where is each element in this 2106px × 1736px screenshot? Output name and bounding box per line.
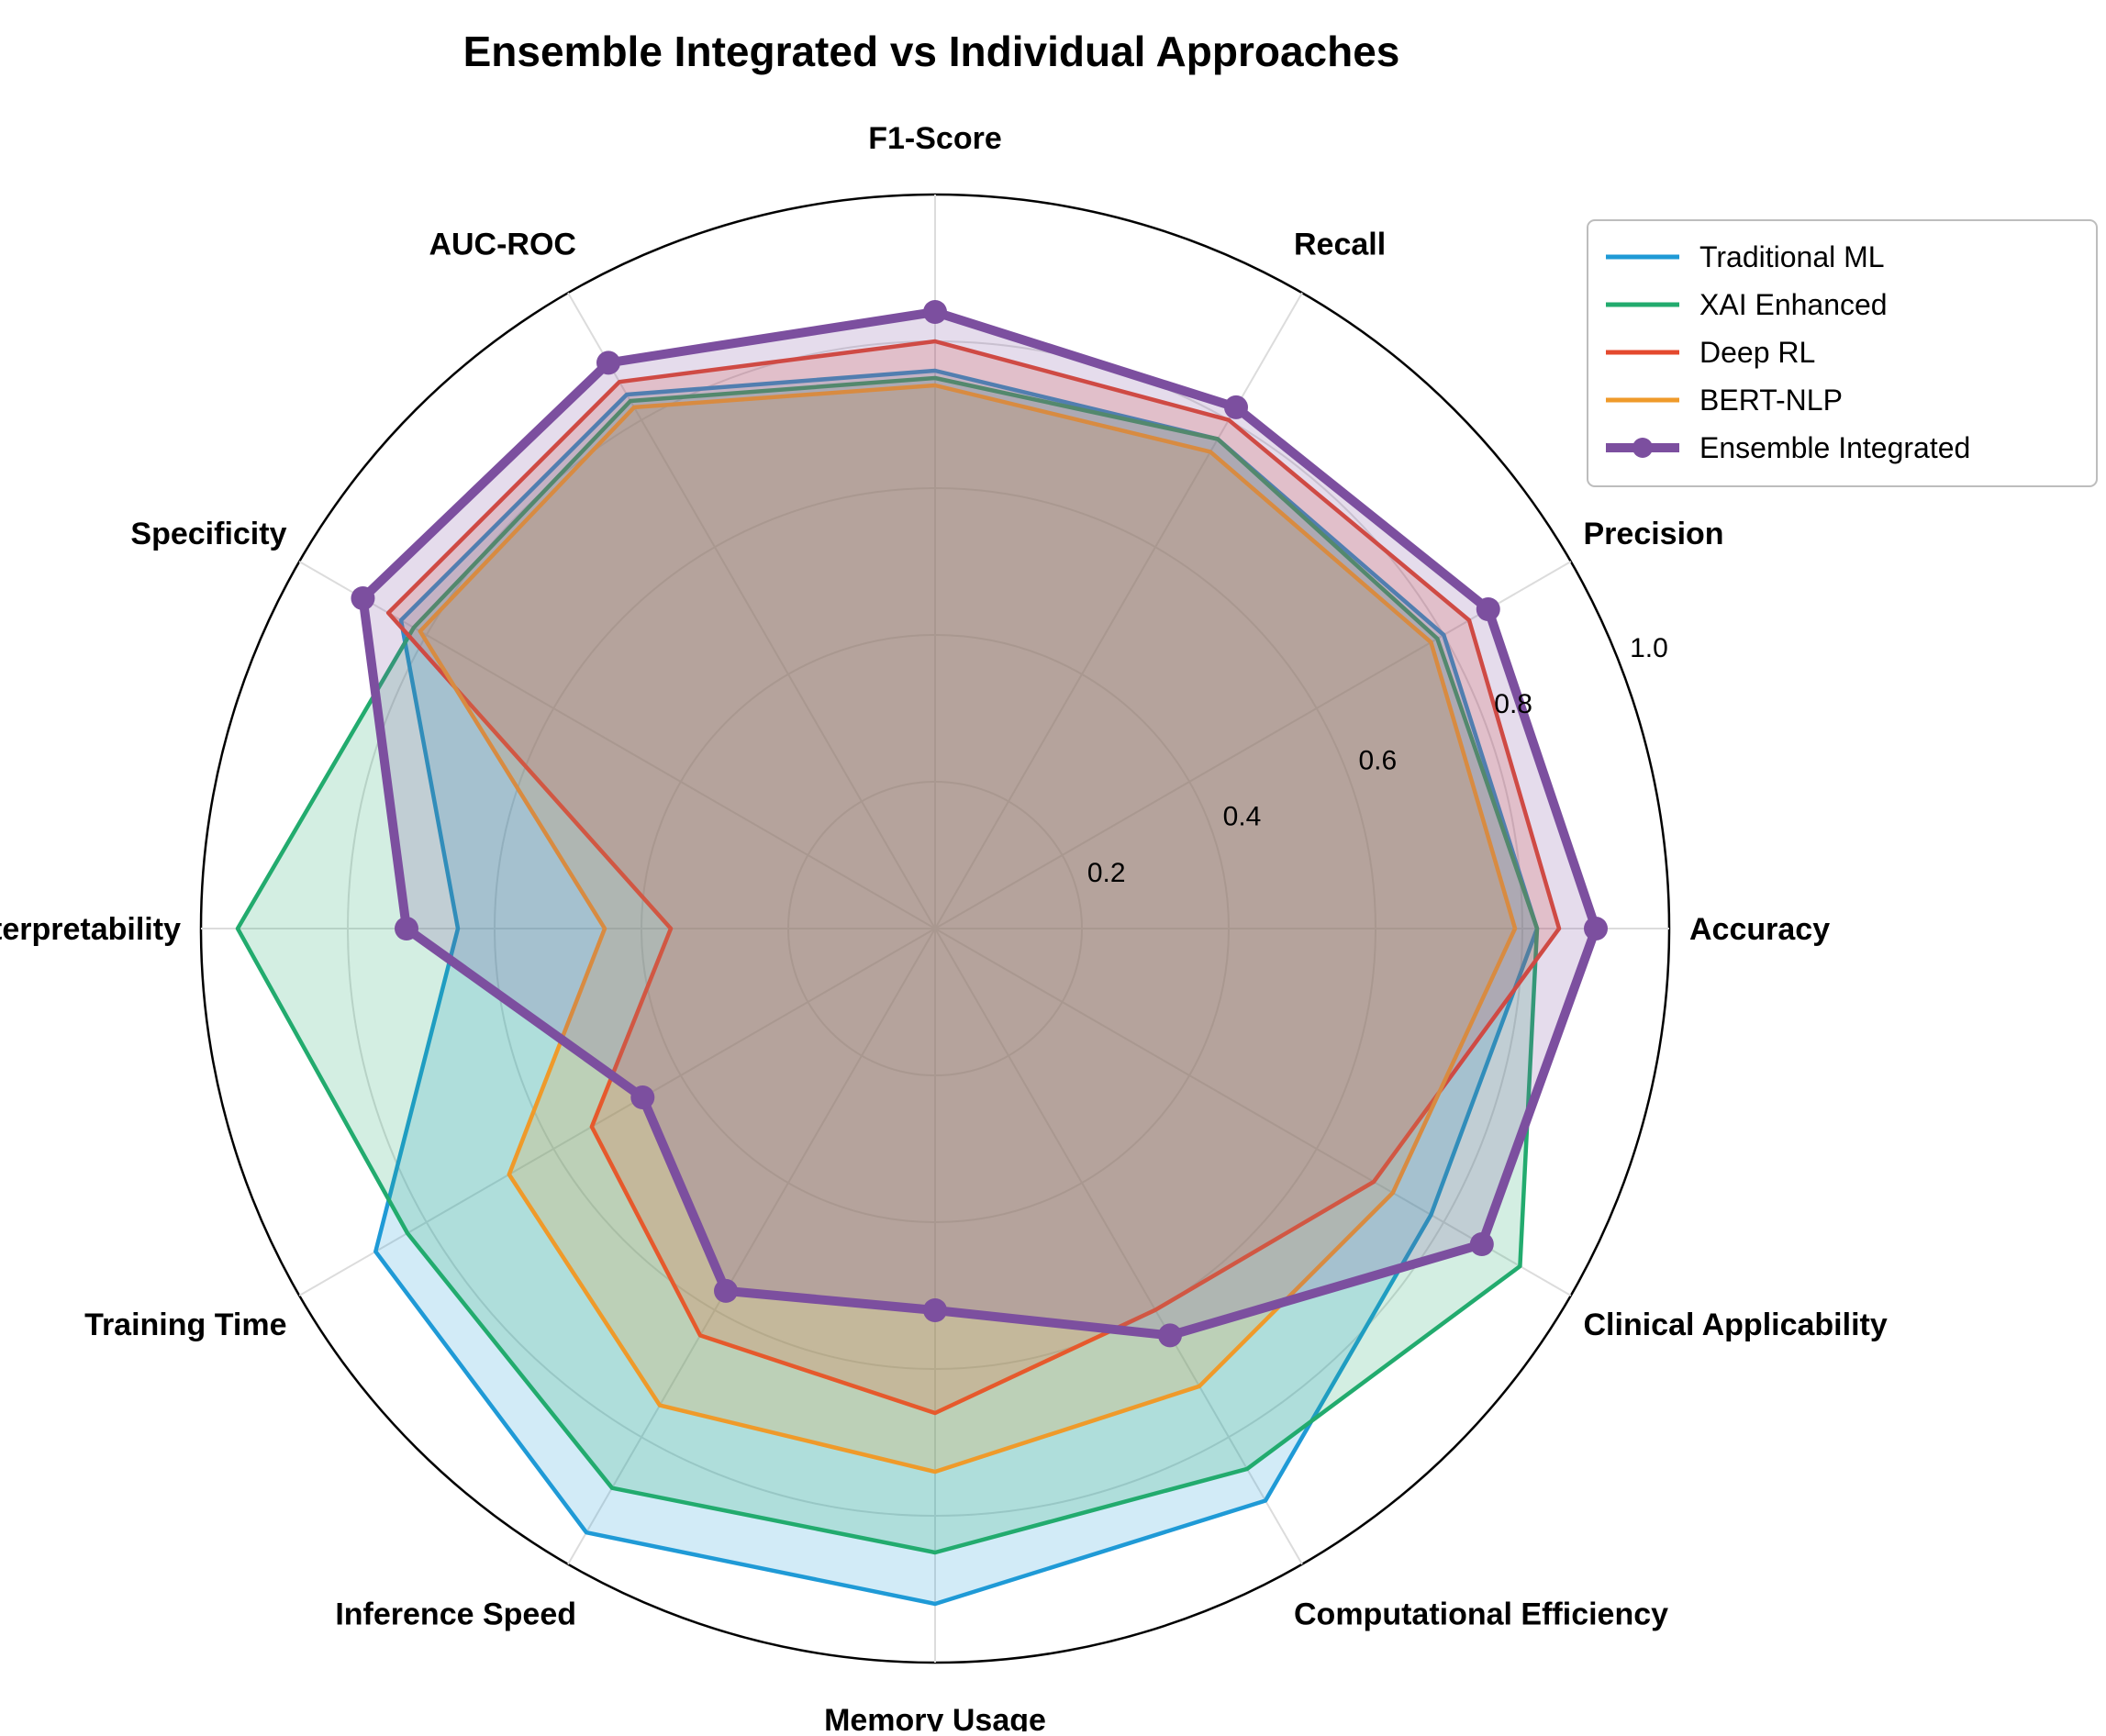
series-fill [388,341,1560,1413]
legend-label: Deep RL [1699,336,1815,369]
data-point [1476,597,1500,621]
legend-entry-xai-enhanced: XAI Enhanced [1606,288,1888,321]
grid-spoke [934,928,1303,1565]
legend-entry-deep-rl: Deep RL [1606,336,1815,369]
radial-tick-labels: 0.2 0.4 0.6 0.8 1.0 [1087,633,1668,888]
tick-label: 0.4 [1223,802,1262,832]
legend-entry-ensemble-integrated: Ensemble Integrated [1606,431,1970,464]
axis-label-f1-score: F1-Score [868,121,1002,156]
axis-label-interpretability: Interpretability [0,912,181,947]
chart-title: Ensemble Integrated vs Individual Approa… [463,28,1400,75]
data-point [923,1298,947,1322]
legend-box [1587,219,2098,487]
polar-grid [199,193,1671,1664]
axis-label-specificity: Specificity [130,517,286,551]
series-line [418,383,1518,1474]
data-point [1469,1232,1494,1256]
grid-spoke [567,292,936,929]
data-point [596,351,620,375]
grid-spoke [934,928,1572,1296]
legend-entry-traditional-ml: Traditional ML [1606,240,1885,273]
axis-label-auc-roc: AUC-ROC [429,227,576,262]
axis-label-accuracy: Accuracy [1689,912,1830,947]
axis-label-training-time: Training Time [84,1308,286,1342]
tick-label: 0.6 [1358,745,1397,775]
tick-label: 1.0 [1630,633,1668,663]
axis-label-inference-speed: Inference Speed [335,1597,576,1632]
legend-marker [1632,438,1653,458]
data-point [714,1278,738,1303]
data-point [630,1085,655,1109]
data-point [1224,395,1248,419]
axis-label-clinical-applicability: Clinical Applicability [1584,1308,1888,1342]
grid-spoke [567,928,936,1565]
tick-label: 0.2 [1087,858,1126,888]
series-bert-nlp [418,383,1518,1474]
legend-label: XAI Enhanced [1699,288,1888,321]
axis-label-precision: Precision [1584,517,1724,551]
grid-spoke [298,561,936,929]
legend-entry-bert-nlp: BERT-NLP [1606,384,1843,417]
axis-label-memory-usage: Memory Usage [824,1703,1046,1731]
grid-spoke [934,561,1572,929]
legend-label: Traditional ML [1699,240,1885,273]
data-point [395,917,418,940]
series-deep-rl [385,339,1562,1416]
series-layer [235,300,1608,1607]
axis-label-computational-efficiency: Computational Efficiency [1294,1597,1668,1632]
series-fill [419,385,1515,1472]
grid-spoke [298,928,936,1296]
series-line [385,339,1562,1416]
series-fill [362,312,1596,1336]
data-point [1158,1323,1182,1348]
legend-label: Ensemble Integrated [1699,431,1970,464]
series-fill [375,371,1537,1604]
data-point [923,300,947,324]
series-ensemble-integrated [351,300,1608,1348]
tick-label: 0.8 [1494,689,1532,719]
data-point [1584,917,1608,940]
axis-label-recall: Recall [1294,227,1386,262]
data-point [351,586,375,610]
legend-label: BERT-NLP [1699,384,1843,417]
series-line [235,375,1540,1555]
